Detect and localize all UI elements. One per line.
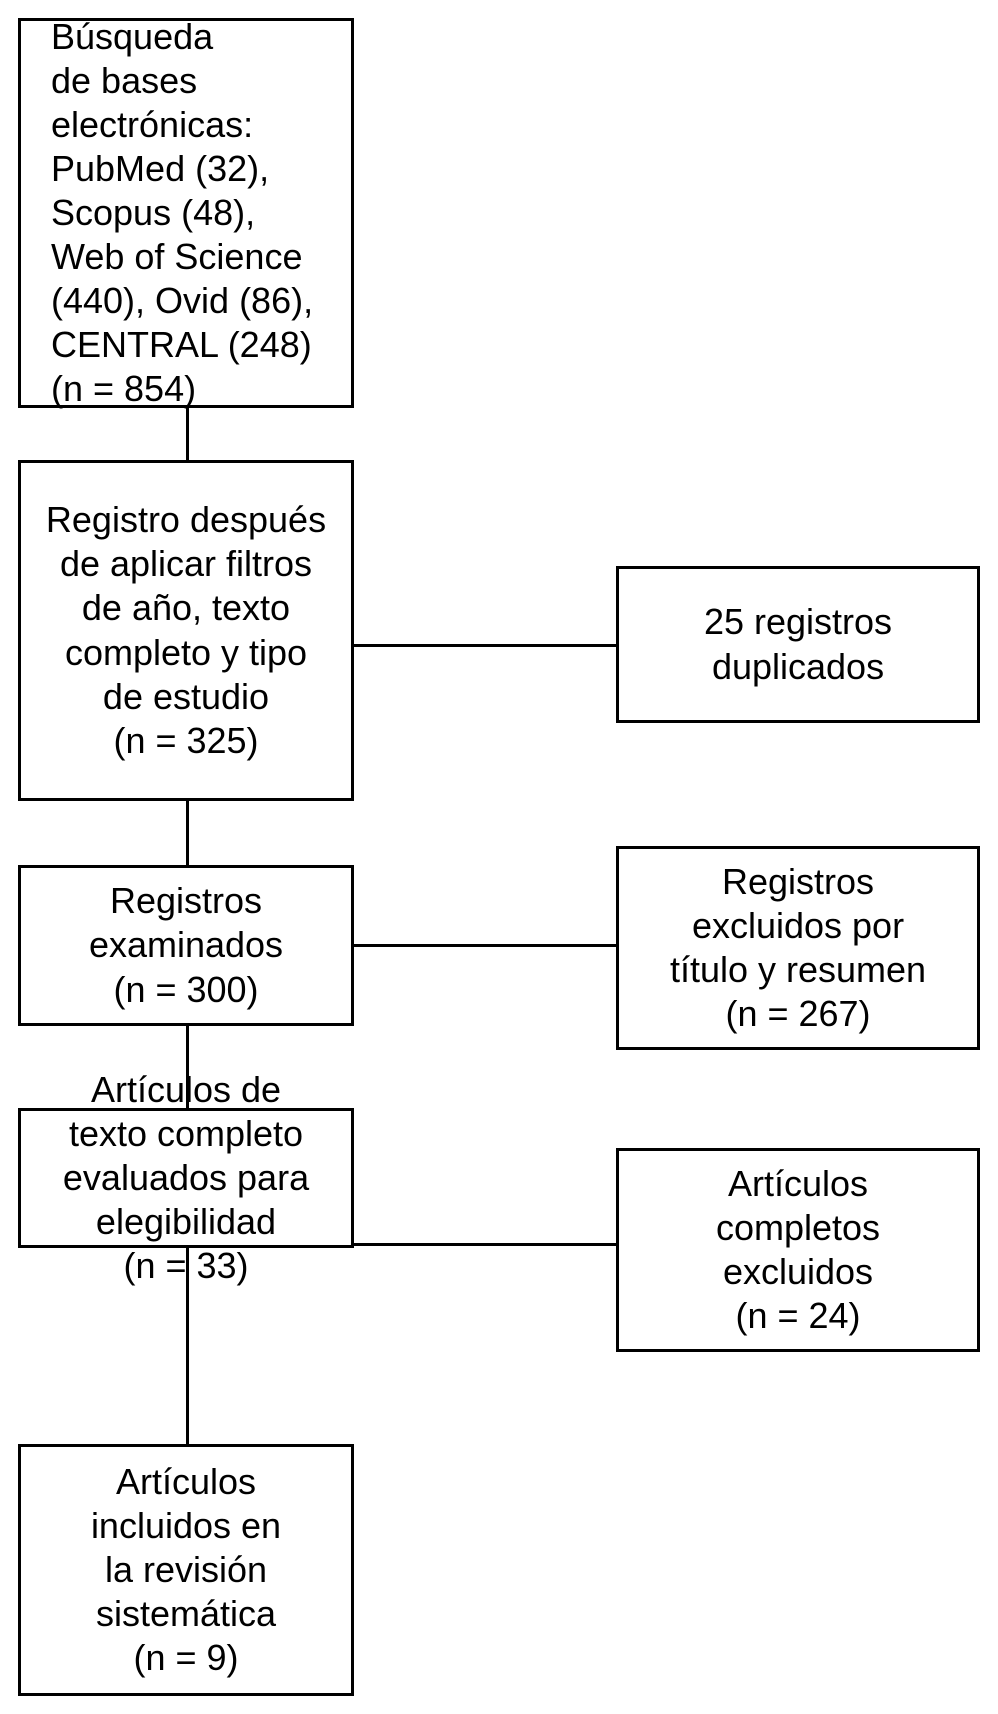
node-duplicates-label: 25 registros duplicados	[703, 601, 893, 687]
connector-eligibility-to-excluded-fulltext	[186, 1243, 618, 1246]
node-duplicates: 25 registros duplicados	[616, 566, 980, 723]
node-excluded-fulltext: Artículos completos excluidos (n = 24)	[616, 1148, 980, 1352]
node-included: Artículos incluidos en la revisión siste…	[18, 1444, 354, 1696]
connector-identification-to-filters	[186, 405, 189, 460]
connector-filters-to-duplicates	[186, 644, 618, 647]
connector-filters-to-screened	[186, 800, 189, 865]
node-excluded-fulltext-label: Artículos completos excluidos (n = 24)	[715, 1162, 881, 1337]
connector-screened-to-excluded-title	[186, 944, 618, 947]
node-screened-label: Registros examinados (n = 300)	[88, 880, 284, 1010]
connector-screened-to-eligibility	[186, 1025, 189, 1108]
node-excluded-title-abstract-label: Registros excluidos por título y resumen…	[669, 860, 927, 1035]
node-identification-label: Búsqueda de bases electrónicas: PubMed (…	[51, 15, 314, 410]
node-eligibility: Artículos de texto completo evaluados pa…	[18, 1069, 354, 1286]
connector-eligibility-to-included	[186, 1247, 189, 1444]
node-excluded-title-abstract: Registros excluidos por título y resumen…	[616, 846, 980, 1050]
node-identification: Búsqueda de bases electrónicas: PubMed (…	[18, 16, 354, 409]
node-eligibility-label: Artículos de texto completo evaluados pa…	[62, 1068, 310, 1287]
node-included-label: Artículos incluidos en la revisión siste…	[90, 1460, 282, 1679]
node-after-filters-label: Registro después de aplicar filtros de a…	[45, 499, 327, 761]
node-screened: Registros examinados (n = 300)	[18, 865, 354, 1026]
node-after-filters: Registro después de aplicar filtros de a…	[18, 460, 354, 801]
